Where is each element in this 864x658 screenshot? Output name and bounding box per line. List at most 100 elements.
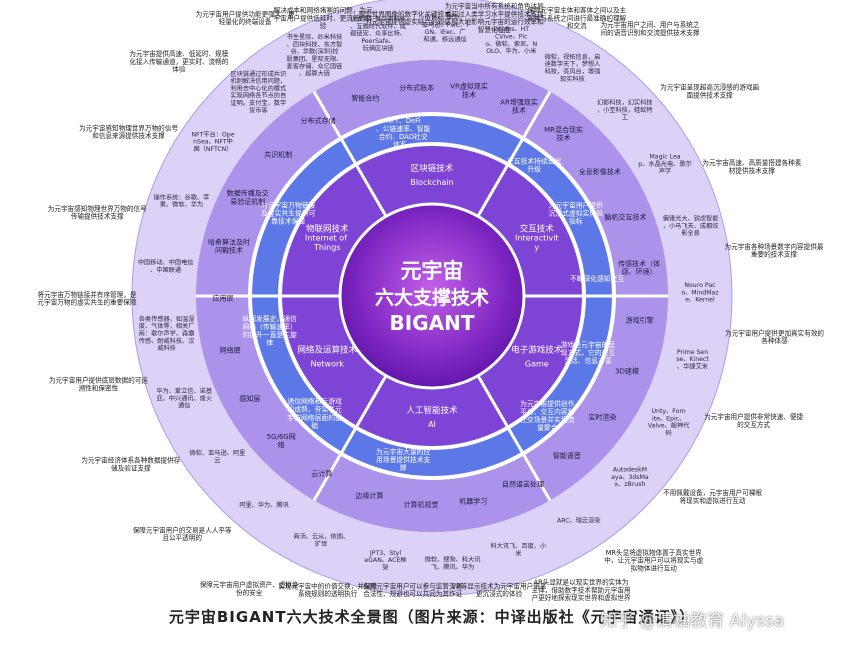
sector-label-en: Internet of Things [305, 234, 350, 252]
ring4-companies: 微软、搜狗、科大讯飞、腾讯、华为 [425, 556, 481, 571]
center-title: 元宇宙 六大支撑技术 BIGANT [375, 259, 489, 335]
ring3-subtech: 自然语言处理 [502, 480, 544, 489]
ring4-companies: 幻影科技，幻实科技，小至科技，蛙蚁特工 [597, 99, 653, 122]
outer-description: 实现元宇宙中的价值交换，并保障系统规则的透明执行 [278, 581, 377, 598]
outer-description: 为元宇宙感知物理世界万物的信号和信息来源提供技术支撑 [79, 123, 178, 140]
sector-label-cn: 网络及运算技术 [297, 345, 357, 356]
ring4-companies: 各类传感器，如温湿度、气体等，相关厂商：歌尔声学、森霸传感、耐威科技、汉威科技 [139, 315, 195, 352]
sector-label-cn: 电子游戏技术 [511, 345, 563, 356]
sector-dividers [196, 90, 668, 502]
ring3-subtech: 分布式存储 [301, 116, 336, 125]
sector-label-cn: 人工智能技术 [406, 405, 458, 416]
ring3-subtech: 云计算 [311, 469, 332, 478]
ring4-companies: 商汤、云从、依图、旷世 [293, 533, 349, 548]
sector-divider [476, 374, 552, 502]
sector-label-cn: 区块链技术 [411, 163, 454, 174]
outer-description: AR头显就是以现实世界的实体为主体，借助数字技术帮助元宇宙用户更好地探索现实世界… [532, 578, 631, 603]
ring4-companies: 书生星际、纱米科技、四块科技、东方智谷、华数(深圳)控股集团、星际无限、麦客存储… [287, 33, 343, 78]
ring2-description: 为元宇宙万物链接及虚实共生提供可靠技术保障 [261, 200, 316, 225]
ring3-subtech: 感知层 [239, 394, 260, 403]
ring3-subtech: 5G/6G网络 [267, 433, 296, 449]
ring2-description: 纵观发展史，通信网络（传输速率）的提升一直是主旋律 [242, 314, 297, 347]
outer-description: 保障元宇宙用户虚拟资产、虚拟身份的安全 [200, 580, 299, 597]
ring4-companies: 操作系统：谷歌、苹果、微软、华为 [154, 193, 210, 208]
outer-description: MR头显将虚拟物体置于真实世界中，让元宇宙用户可以将现实与虚拟物体进行互动 [604, 548, 703, 573]
outer-description: 为元宇宙高速、高质量搭建各种素材提供技术支撑 [702, 158, 801, 175]
outer-description: 为元宇宙用户提供底层数据的可追溯性和保密性 [49, 376, 148, 393]
ring4-companies: ARC、瑞云渲染 [557, 516, 600, 524]
sector-label-cn: 物联网技术 [306, 224, 349, 235]
sector-label-en: Blockchain [410, 178, 453, 187]
outer-description: 为元宇宙用户提供功能更强大、更轻量化的终端设备 [196, 9, 295, 26]
ring3-subtech: 全息影像技术 [579, 167, 621, 176]
ring3-subtech: 机器学习 [459, 496, 487, 505]
ring2-description: 为元宇宙大量的应用场景提供技术支撑 [376, 447, 431, 472]
ring3-subtech: 传感技术（体感、环境） [618, 259, 660, 276]
outer-description: 为元宇宙感知物理世界万物的信号传输提供技术支撑 [48, 204, 147, 221]
outer-description: 保障元宇宙用户的交易是人人平等且公平透明的 [133, 525, 232, 542]
ring3-subtech: 计算机视觉 [404, 500, 439, 509]
outer-description: 不用佩戴设备，元宇宙用户可裸眼将现实和虚拟进行互动 [663, 488, 762, 505]
ring3-subtech: 3D建模 [615, 366, 639, 375]
outer-description: 保障元宇宙用户可以参与监管交易合法性、规避也可以共同为其作证 [363, 581, 462, 598]
ring3-subtech: MR混合现实技术 [544, 125, 583, 142]
ring4-companies: 阿里、华为、腾讯 [239, 501, 289, 509]
outer-description: 解决成本和网络堵塞的问题，为元宇宙用户提供低延时、更流畅的体验 [274, 6, 373, 31]
ring3-subtech: 智能语音 [553, 451, 581, 460]
sector-divider [312, 90, 388, 218]
ring3-subtech: 应用层 [213, 294, 234, 303]
outer-description: 为元宇宙经济体系各种数据提供存储及验证支撑 [81, 456, 180, 473]
ring2-description: 为元宇宙提供创作平台、交互内容和社交场景并实现流量聚合 [520, 399, 575, 432]
ring3-subtech: 共识机制 [264, 150, 292, 159]
sector-divider [476, 90, 552, 218]
outer-description: 为元宇宙各种场景数字内容提供最重要的技术支撑 [725, 242, 824, 259]
outer-description: 为元宇宙用户提供非常快速、便捷的交互方式 [704, 412, 803, 429]
ring3-subtech: 数据传播及交易验证机制 [227, 189, 269, 206]
ring3-subtech: 游戏引擎 [626, 316, 654, 325]
sector-label-cn: 交互技术 [520, 224, 555, 235]
ring4-companies: 偏锋光大、锐虎智能，小马飞天、成都炫影全息 [663, 215, 719, 238]
figure-caption: 元宇宙BIGANT六大技术全景图（图片来源：中译出版社《元宇宙通证》） [168, 608, 696, 626]
center-title-line3: BIGANT [390, 311, 475, 335]
outer-description: 保障元宇宙主体和客体之间以及主客体与系统之间进行最准确的理解和交流 [527, 6, 626, 31]
ring3-subtech: VR虚拟现实技术 [450, 82, 488, 99]
ring3-subtech: 网络层 [220, 346, 241, 355]
ring4-companies: 区块链通过形成共识机制解决信用问题，利用去中心化的模式实现网络各节点的自证明。支… [230, 70, 286, 115]
outer-description: 为元宇宙用户提供更加真实有效的各种体感 [725, 328, 824, 345]
ring4-companies: 以太坊、复杂美科技、互融时代软件、成都链安、众享比特、PeerSafe、玩俩区块… [350, 15, 406, 52]
sector-divider [312, 374, 388, 502]
ring2-description: 不断深化感知交互 [570, 274, 625, 283]
ring4-companies: 微软、亚马逊、阿里云 [190, 449, 246, 464]
outer-description: 为元宇宙用户之间、用户与系统之间的语音识别和交流提供技术支撑 [601, 20, 700, 37]
center-title-line1: 元宇宙 [401, 259, 464, 283]
ring4-companies: 华为、爱立信、诺基亚、中兴通讯、烽火通信 [156, 387, 212, 410]
center-title-line2: 六大支撑技术 [375, 286, 489, 309]
ring2-description: 交互技术持续迭代升级 [507, 157, 562, 174]
outer-description: 将元宇宙万物链接并有序管理，是元宇宙万物的虚实共生的重要保障 [38, 290, 137, 307]
concentric-rings [131, 0, 733, 597]
ring4-companies: 科大讯飞、百度、小米 [491, 542, 547, 557]
ring2-description: 通信网络和云游戏的成熟，夯实了元宇宙网络层面的基础 [287, 397, 342, 430]
outer-description: VR等显示技术为元宇宙用户带来更沉浸式的体验 [452, 581, 547, 598]
watermark: 知乎 @清柚教育 Alyssa [600, 611, 785, 631]
ring2-description: 游戏是元宇宙的呈现方式，它的交互灵活、信息丰富 [561, 340, 616, 365]
outer-description: 为元宇宙提供高速、低延时、规模化接入传输通道，更实时、流畅的体验 [129, 49, 228, 74]
ring2-description: NFT、DeFi、公链速率、智能合约、DAO社交体系。 [376, 117, 431, 149]
outer-description: 为元宇宙当中所有系统和角色达到或超过人类学习水平提供技术支撑，极大地影响元宇宙的… [445, 2, 544, 34]
ring3-subtech: AR增强现实技术 [500, 97, 538, 114]
ring4-companies: 微软，视拓信息，启迪数字天下，梦想人科技，亮风台，增强现实科技 [545, 53, 601, 83]
sector-label-en: AI [428, 420, 436, 429]
sector-label-en: Network [311, 359, 345, 368]
ring3-subtech: 智能合约 [351, 93, 379, 102]
